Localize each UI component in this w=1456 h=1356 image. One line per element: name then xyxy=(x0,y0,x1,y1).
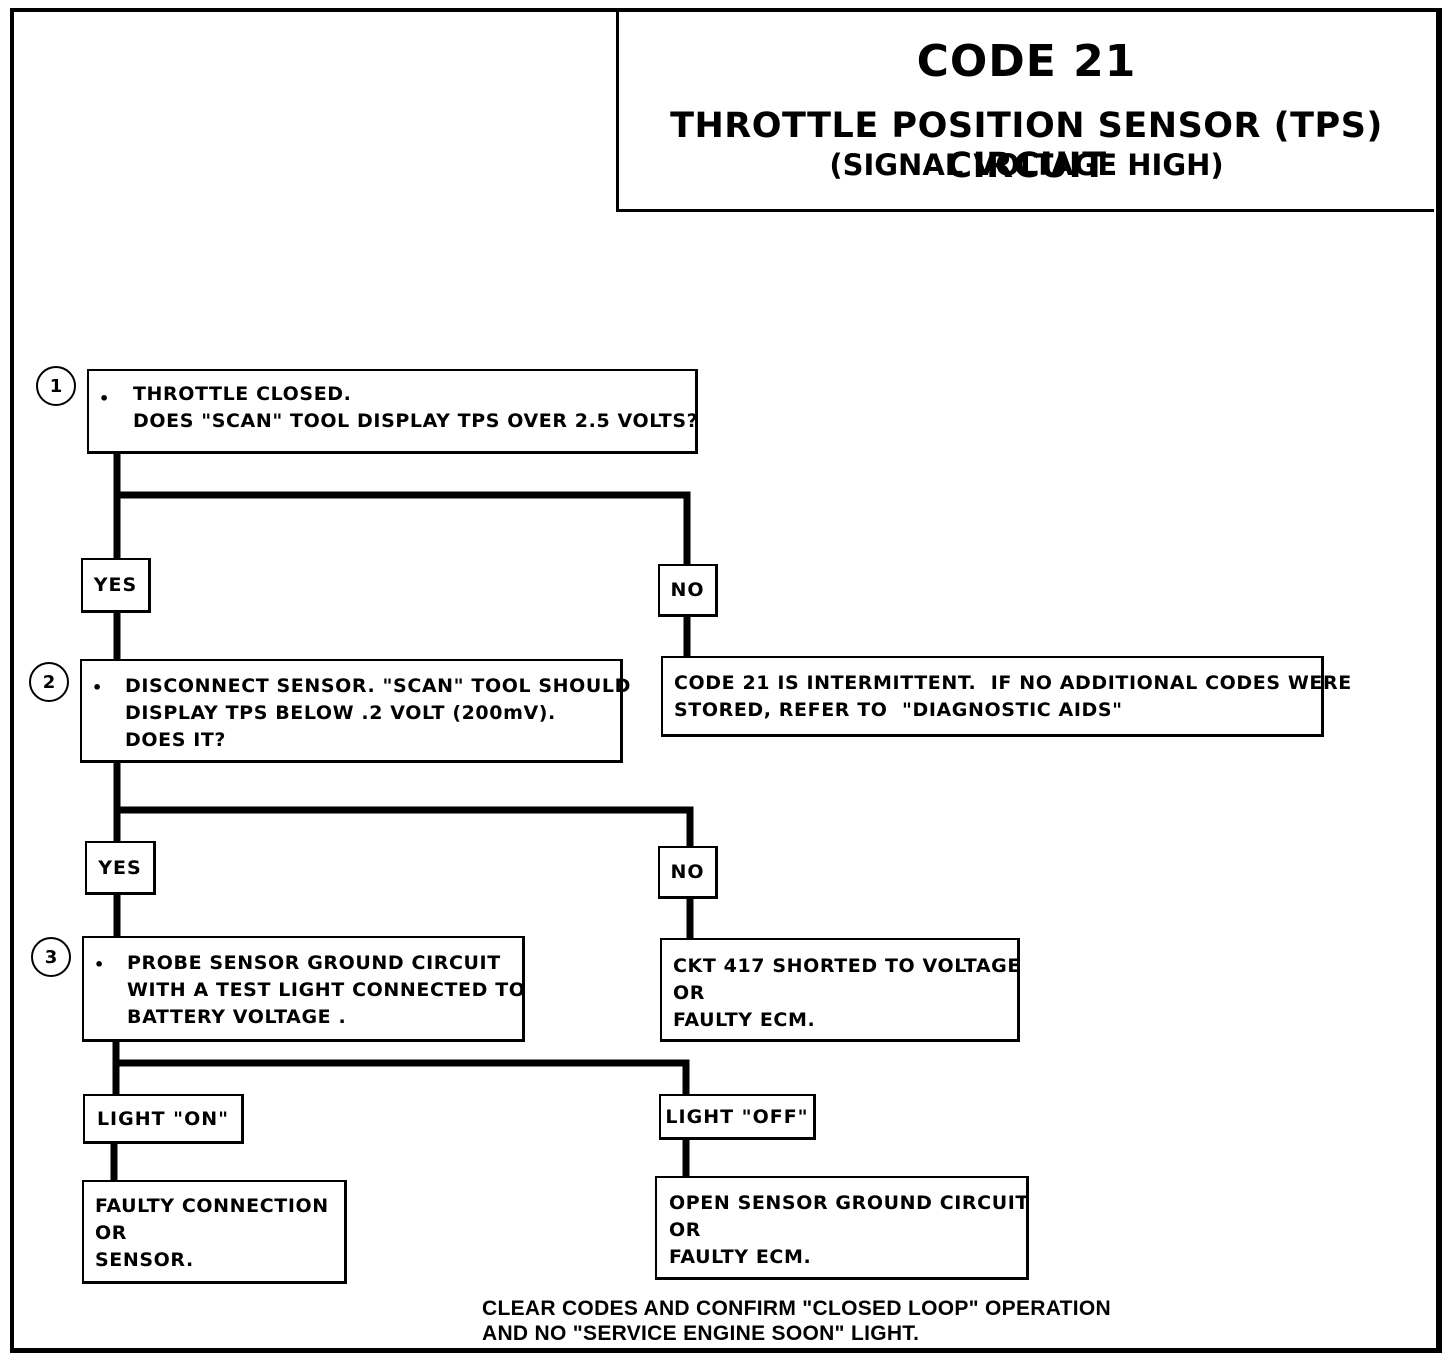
bullet-icon: • xyxy=(94,955,105,974)
no-branch-label: NO xyxy=(658,846,718,899)
title-block: CODE 21 THROTTLE POSITION SENSOR (TPS) C… xyxy=(616,8,1434,212)
result-line: FAULTY ECM. xyxy=(673,1009,816,1031)
page-frame xyxy=(10,8,1442,1353)
result-line: SENSOR. xyxy=(95,1249,194,1271)
result-faulty-connection: FAULTY CONNECTION OR SENSOR. xyxy=(82,1180,347,1284)
yes-branch-label: YES xyxy=(81,558,151,613)
result-line: CKT 417 SHORTED TO VOLTAGE xyxy=(673,955,1021,977)
yes-branch-label: YES xyxy=(85,841,156,895)
result-line: OR xyxy=(673,982,705,1004)
result-line: FAULTY ECM. xyxy=(669,1246,812,1268)
step-number-2: 2 xyxy=(29,662,69,702)
step-1-box: • THROTTLE CLOSED. DOES "SCAN" TOOL DISP… xyxy=(87,369,698,454)
footer-line-2: AND NO "SERVICE ENGINE SOON" LIGHT. xyxy=(482,1322,920,1345)
condition-title: (SIGNAL VOLTAGE HIGH) xyxy=(829,148,1224,182)
result-line: OR xyxy=(669,1219,701,1241)
step-2-box: • DISCONNECT SENSOR. "SCAN" TOOL SHOULD … xyxy=(80,659,630,763)
footer-line-1: CLEAR CODES AND CONFIRM "CLOSED LOOP" OP… xyxy=(482,1297,1112,1320)
result-open-ground: OPEN SENSOR GROUND CIRCUIT OR FAULTY ECM… xyxy=(655,1176,1029,1280)
code-title: CODE 21 xyxy=(916,36,1137,87)
light-off-label: LIGHT "OFF" xyxy=(659,1094,816,1140)
step-number-3: 3 xyxy=(31,937,71,977)
result-line: OPEN SENSOR GROUND CIRCUIT xyxy=(669,1192,1029,1214)
step-1-line-1: THROTTLE CLOSED. xyxy=(133,383,352,405)
result-intermittent: CODE 21 IS INTERMITTENT. IF NO ADDITIONA… xyxy=(661,656,1351,737)
bullet-icon: • xyxy=(99,389,110,408)
result-line: STORED, REFER TO "DIAGNOSTIC AIDS" xyxy=(674,699,1123,721)
step-3-line-3: BATTERY VOLTAGE . xyxy=(127,1006,347,1028)
footer-note: CLEAR CODES AND CONFIRM "CLOSED LOOP" OP… xyxy=(482,1296,1111,1346)
step-1-line-2: DOES "SCAN" TOOL DISPLAY TPS OVER 2.5 VO… xyxy=(133,410,699,432)
step-3-line-2: WITH A TEST LIGHT CONNECTED TO xyxy=(127,979,526,1001)
step-number-1: 1 xyxy=(36,366,76,406)
result-line: CODE 21 IS INTERMITTENT. IF NO ADDITIONA… xyxy=(674,672,1352,694)
step-3-line-1: PROBE SENSOR GROUND CIRCUIT xyxy=(127,952,501,974)
circuit-title: THROTTLE POSITION SENSOR (TPS) CIRCUIT xyxy=(670,106,1383,186)
result-line: FAULTY CONNECTION xyxy=(95,1195,329,1217)
no-branch-label: NO xyxy=(658,564,718,617)
step-2-line-3: DOES IT? xyxy=(125,729,227,751)
result-ckt417: CKT 417 SHORTED TO VOLTAGE OR FAULTY ECM… xyxy=(660,938,1020,1042)
result-line: OR xyxy=(95,1222,127,1244)
step-3-box: • PROBE SENSOR GROUND CIRCUIT WITH A TES… xyxy=(82,936,525,1042)
step-2-line-2: DISPLAY TPS BELOW .2 VOLT (200mV). xyxy=(125,702,556,724)
bullet-icon: • xyxy=(92,678,103,697)
light-on-label: LIGHT "ON" xyxy=(83,1094,244,1144)
step-2-line-1: DISCONNECT SENSOR. "SCAN" TOOL SHOULD xyxy=(125,675,632,697)
